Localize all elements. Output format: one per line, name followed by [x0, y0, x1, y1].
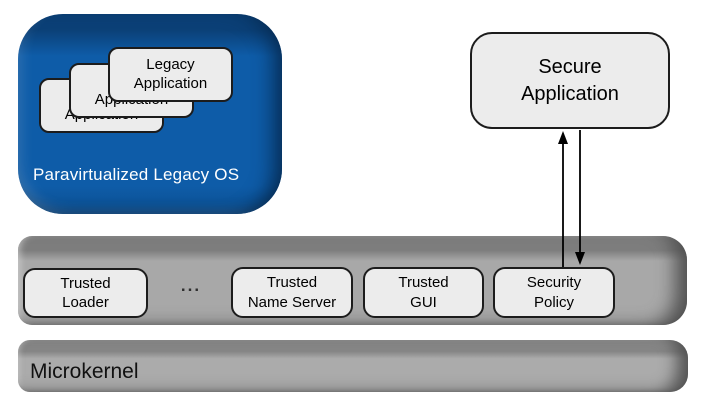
security-policy-box: Security Policy — [493, 267, 615, 318]
paravirtualized-legacy-os-label: Paravirtualized Legacy OS — [33, 165, 240, 184]
trusted-loader-box: Trusted Loader — [23, 268, 148, 318]
trusted-name-server-box: Trusted Name Server — [231, 267, 353, 318]
trusted-services-bar: Trusted Loader ... Trusted Name Server T… — [18, 236, 687, 325]
legacy-application-box: Legacy Application — [108, 47, 233, 102]
microkernel-bar: Microkernel — [18, 340, 688, 392]
secure-application-box: Secure Application — [470, 32, 670, 129]
more-services-ellipsis: ... — [180, 276, 202, 295]
microkernel-label: Microkernel — [30, 359, 139, 383]
paravirtualized-legacy-os-box: Legacy Application Legacy Application Le… — [18, 14, 282, 214]
trusted-gui-box: Trusted GUI — [363, 267, 484, 318]
